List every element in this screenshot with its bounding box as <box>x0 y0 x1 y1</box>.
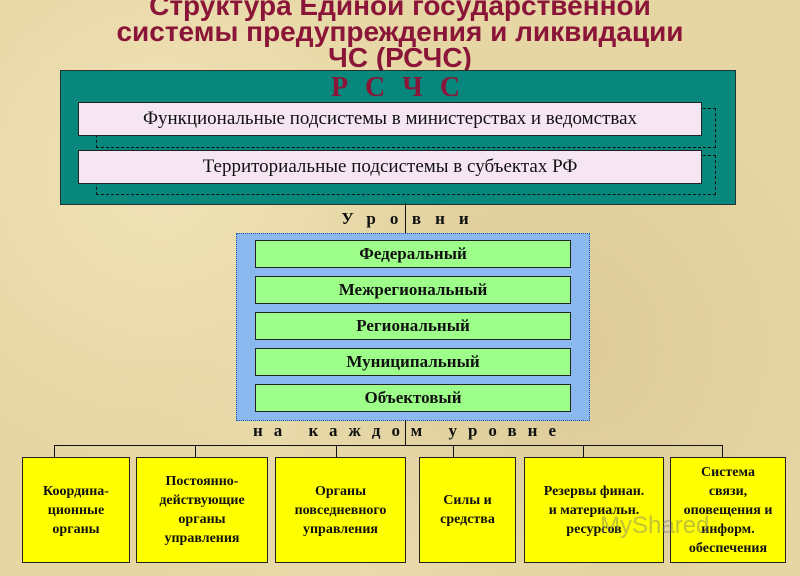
connector-line <box>722 445 723 457</box>
watermark: MyShared <box>600 512 710 539</box>
component-forces: Силы и средства <box>419 457 516 563</box>
levels-label: Уровни <box>341 209 483 228</box>
level-object: Объектовый <box>255 384 571 412</box>
connector-line <box>54 445 722 446</box>
component-communication: Система связи, оповещения и информ. обес… <box>670 457 786 563</box>
rschs-label: Р С Ч С <box>330 72 466 103</box>
level-municipal: Муниципальный <box>255 348 571 376</box>
level-regional: Региональный <box>255 312 571 340</box>
title-line-3: ЧС (РСЧС) <box>328 42 472 73</box>
level-interregional: Межрегиональный <box>255 276 571 304</box>
connector-line <box>405 420 406 445</box>
connector-line <box>583 445 584 457</box>
connector-line <box>336 445 337 457</box>
connector-line <box>453 445 454 457</box>
component-coordination: Координа- ционные органы <box>22 457 130 563</box>
connector-line <box>54 445 55 457</box>
each-level-label: на каждом уровне <box>252 421 568 440</box>
functional-subsystems-box: Функциональные подсистемы в министерства… <box>78 102 702 136</box>
connector-line <box>405 203 406 233</box>
title-line-1: Структура Единой государственной <box>149 0 651 21</box>
level-federal: Федеральный <box>255 240 571 268</box>
connector-line <box>195 445 196 457</box>
title-line-2: системы предупреждения и ликвидации <box>116 16 684 47</box>
component-daily-management: Органы повседневного управления <box>275 457 406 563</box>
territorial-subsystems-box: Территориальные подсистемы в субъектах Р… <box>78 150 702 184</box>
component-permanent-bodies: Постоянно- действующие органы управления <box>136 457 268 563</box>
component-reserves: Резервы финан. и материальн. ресурсов <box>524 457 664 563</box>
